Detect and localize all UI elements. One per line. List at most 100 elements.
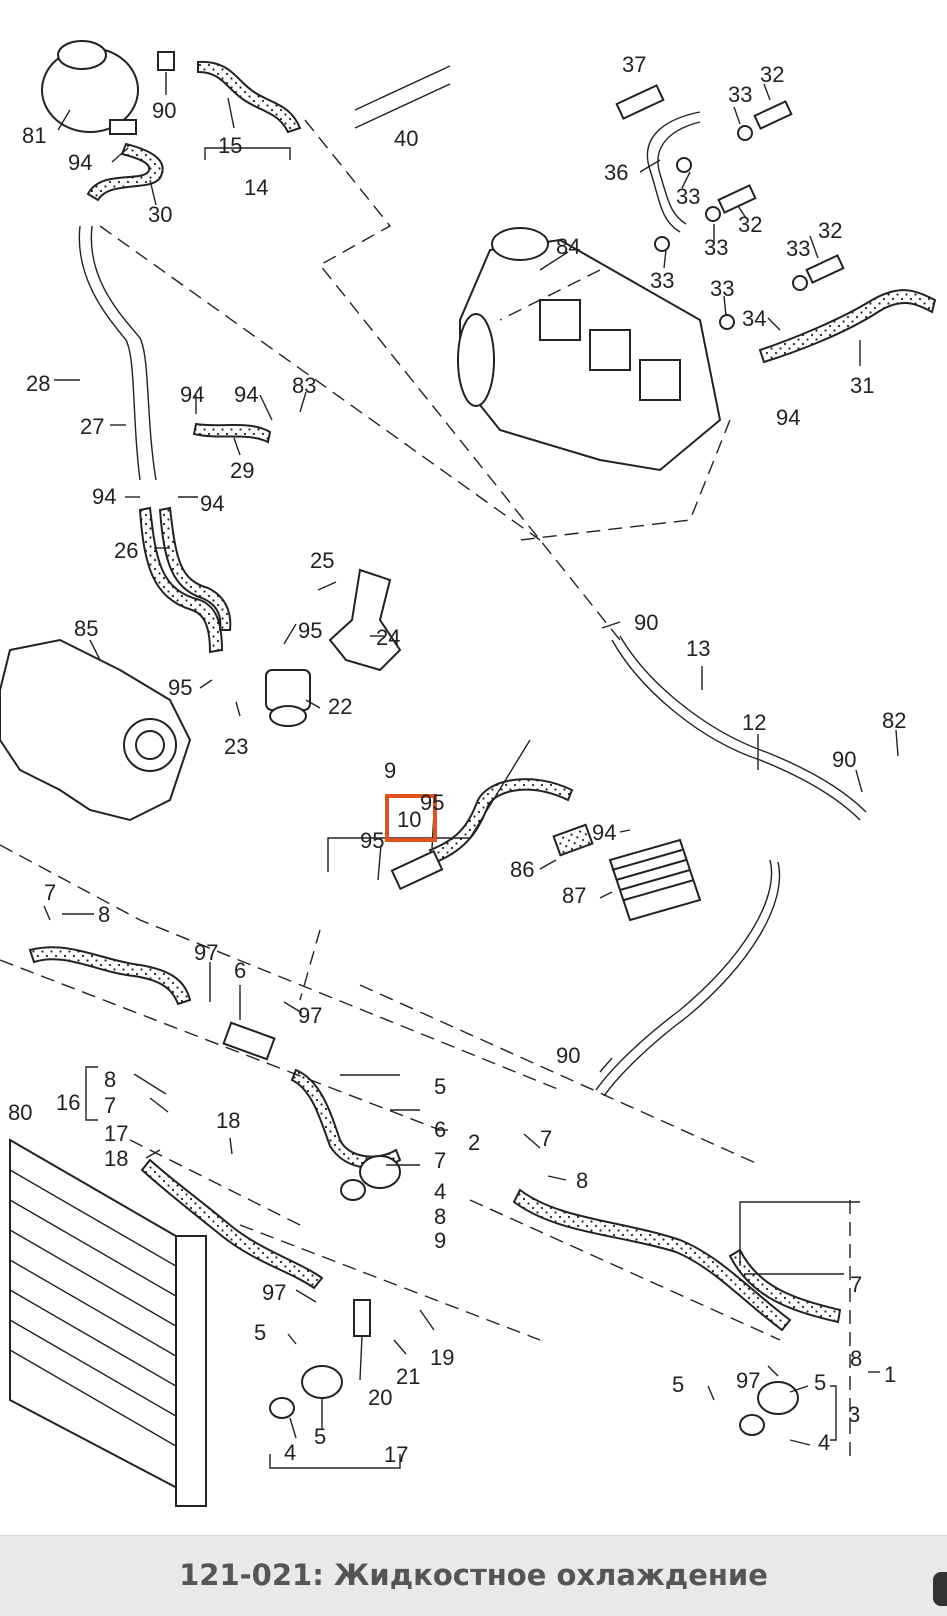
part-label[interactable]: 33 bbox=[728, 82, 752, 107]
banjo-bolt-icon[interactable] bbox=[805, 254, 845, 284]
part-label[interactable]: 95 bbox=[298, 618, 322, 643]
part-label[interactable]: 86 bbox=[510, 857, 534, 882]
part-label[interactable]: 90 bbox=[832, 747, 856, 772]
part-label[interactable]: 7 bbox=[434, 1148, 446, 1173]
part-label[interactable]: 81 bbox=[22, 123, 46, 148]
part-label[interactable]: 4 bbox=[818, 1430, 830, 1455]
hose-18[interactable] bbox=[140, 1158, 324, 1290]
part-label[interactable]: 95 bbox=[360, 828, 384, 853]
part-label[interactable]: 7 bbox=[850, 1272, 862, 1297]
part-label[interactable]: 30 bbox=[148, 202, 172, 227]
pipe-27[interactable] bbox=[78, 225, 141, 481]
hose-7-left[interactable] bbox=[28, 946, 192, 1006]
pipe-12-down-b[interactable] bbox=[603, 861, 781, 1097]
part-label[interactable]: 87 bbox=[562, 883, 586, 908]
part-label[interactable]: 94 bbox=[68, 150, 92, 175]
banjo-bolt-icon[interactable] bbox=[753, 100, 793, 130]
part-label[interactable]: 97 bbox=[298, 1003, 322, 1028]
part-label[interactable]: 8 bbox=[576, 1168, 588, 1193]
part-label[interactable]: 26 bbox=[114, 538, 138, 563]
temperature-sensor-icon[interactable] bbox=[353, 1299, 371, 1337]
part-label[interactable]: 3 bbox=[848, 1402, 860, 1427]
part-label[interactable]: 95 bbox=[168, 675, 192, 700]
connector-icon[interactable] bbox=[222, 1021, 276, 1061]
part-label[interactable]: 94 bbox=[234, 382, 258, 407]
part-label[interactable]: 33 bbox=[710, 276, 734, 301]
part-label[interactable]: 17 bbox=[384, 1442, 408, 1467]
part-label[interactable]: 32 bbox=[760, 62, 784, 87]
hose-29[interactable] bbox=[192, 422, 272, 444]
part-label[interactable]: 97 bbox=[194, 940, 218, 965]
part-label[interactable]: 22 bbox=[328, 694, 352, 719]
part-label[interactable]: 16 bbox=[56, 1090, 80, 1115]
hose-1[interactable] bbox=[728, 1248, 842, 1324]
part-label[interactable]: 94 bbox=[592, 820, 616, 845]
part-label[interactable]: 5 bbox=[434, 1074, 446, 1099]
part-label[interactable]: 33 bbox=[650, 268, 674, 293]
part-label[interactable]: 90 bbox=[556, 1043, 580, 1068]
cable-tie-icon[interactable] bbox=[354, 65, 451, 129]
part-label[interactable]: 13 bbox=[686, 636, 710, 661]
hose-14[interactable] bbox=[197, 60, 302, 134]
part-label[interactable]: 8 bbox=[850, 1346, 862, 1371]
hose-26b[interactable] bbox=[158, 506, 232, 631]
part-label[interactable]: 1 bbox=[884, 1362, 896, 1387]
part-label[interactable]: 7 bbox=[44, 880, 56, 905]
turbocharger-icon[interactable] bbox=[457, 227, 722, 472]
part-label[interactable]: 28 bbox=[26, 371, 50, 396]
part-label[interactable]: 15 bbox=[218, 133, 242, 158]
hose-26[interactable] bbox=[138, 506, 224, 654]
part-label[interactable]: 95 bbox=[420, 790, 444, 815]
part-label[interactable]: 20 bbox=[368, 1385, 392, 1410]
hose-31[interactable] bbox=[758, 289, 937, 364]
highlighted-part-label[interactable]: 10 bbox=[397, 807, 421, 832]
side-handle-icon[interactable] bbox=[933, 1572, 947, 1606]
pipe-27b[interactable] bbox=[90, 225, 157, 481]
clamp-icon[interactable] bbox=[157, 51, 175, 71]
part-label[interactable]: 27 bbox=[80, 414, 104, 439]
hose-2[interactable] bbox=[512, 1188, 792, 1332]
part-label[interactable]: 94 bbox=[92, 484, 116, 509]
part-label[interactable]: 94 bbox=[180, 382, 204, 407]
filter-icon[interactable] bbox=[552, 823, 594, 857]
coupling-icon[interactable] bbox=[301, 1155, 799, 1415]
part-label[interactable]: 80 bbox=[8, 1100, 32, 1125]
highlight-box[interactable] bbox=[385, 794, 437, 842]
oil-cooler-icon[interactable] bbox=[608, 838, 702, 922]
part-label[interactable]: 24 bbox=[376, 625, 400, 650]
part-label[interactable]: 33 bbox=[704, 235, 728, 260]
part-label[interactable]: 9 bbox=[434, 1228, 446, 1253]
part-label[interactable]: 8 bbox=[434, 1204, 446, 1229]
part-label[interactable]: 90 bbox=[634, 610, 658, 635]
hose-30[interactable] bbox=[86, 142, 164, 202]
part-label[interactable]: 17 bbox=[104, 1121, 128, 1146]
part-label[interactable]: 83 bbox=[292, 373, 316, 398]
pipe-12b[interactable] bbox=[619, 635, 867, 813]
part-label[interactable]: 40 bbox=[394, 126, 418, 151]
pipe-36b[interactable] bbox=[657, 121, 701, 225]
part-label[interactable]: 25 bbox=[310, 548, 334, 573]
part-label[interactable]: 33 bbox=[786, 236, 810, 261]
part-label[interactable]: 5 bbox=[672, 1372, 684, 1397]
hose-9[interactable] bbox=[428, 778, 574, 864]
part-label[interactable]: 31 bbox=[850, 373, 874, 398]
o-ring-icon[interactable] bbox=[269, 1179, 765, 1436]
part-label[interactable]: 32 bbox=[818, 218, 842, 243]
part-label[interactable]: 12 bbox=[742, 710, 766, 735]
pipe-36[interactable] bbox=[646, 111, 701, 233]
bracket-icon[interactable] bbox=[328, 568, 402, 672]
part-label[interactable]: 36 bbox=[604, 160, 628, 185]
part-label[interactable]: 2 bbox=[468, 1130, 480, 1155]
part-label[interactable]: 7 bbox=[104, 1093, 116, 1118]
part-label[interactable]: 8 bbox=[98, 902, 110, 927]
part-label[interactable]: 34 bbox=[742, 306, 766, 331]
part-label[interactable]: 94 bbox=[776, 405, 800, 430]
part-label[interactable]: 7 bbox=[540, 1126, 552, 1151]
part-label[interactable]: 14 bbox=[244, 175, 268, 200]
pipe-12-down[interactable] bbox=[595, 859, 773, 1091]
seal-washer-icon[interactable] bbox=[654, 125, 808, 330]
part-label[interactable]: 8 bbox=[104, 1067, 116, 1092]
part-label[interactable]: 97 bbox=[262, 1280, 286, 1305]
part-label[interactable]: 97 bbox=[736, 1368, 760, 1393]
part-label[interactable]: 9 bbox=[384, 758, 396, 783]
